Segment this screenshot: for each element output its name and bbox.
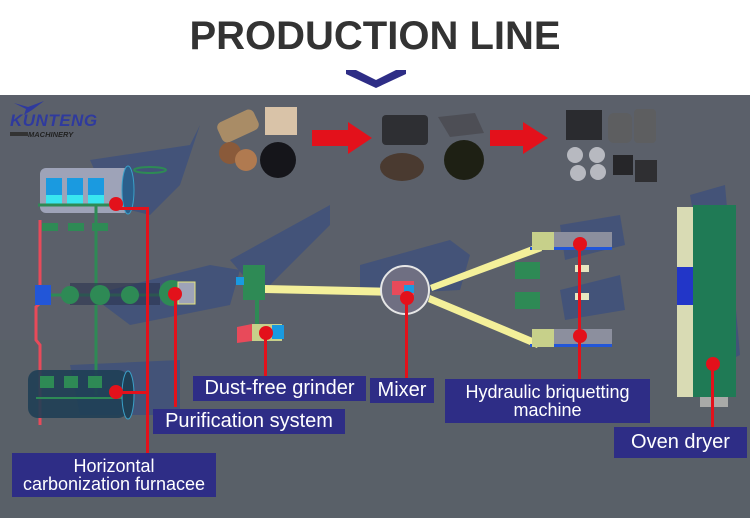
- label-text-line2: machine: [513, 400, 582, 420]
- purification-pointer-line: [174, 295, 177, 407]
- machinery-drawing: [28, 107, 740, 425]
- label-text: Oven dryer: [631, 431, 730, 453]
- arrow-icon: [490, 122, 548, 154]
- brand-subtitle: MACHINERY: [28, 130, 74, 139]
- oven-dryer-machine: [677, 205, 736, 407]
- label-purification-system: Purification system: [153, 409, 345, 434]
- briquetting-upper-pin: [573, 237, 587, 251]
- mixer-pointer-line: [405, 298, 408, 380]
- label-dust-free-grinder: Dust-free grinder: [193, 376, 366, 401]
- label-text: Purification system: [165, 410, 333, 432]
- furnace-lower-pin: [109, 385, 123, 399]
- grinder-pin: [259, 326, 273, 340]
- label-text: Mixer: [377, 379, 427, 401]
- briquetting-machines: [515, 232, 612, 347]
- briquetting-pointer-line: [578, 245, 581, 380]
- label-oven-dryer: Oven dryer: [614, 427, 747, 458]
- carbonized-products: [380, 113, 484, 181]
- chevron-down-icon: [346, 70, 406, 88]
- label-text-line2: carbonization furnacee: [22, 474, 206, 494]
- label-text-line1: Horizontal: [73, 456, 155, 476]
- label-mixer: Mixer: [370, 378, 434, 403]
- bird-logo-icon: [14, 101, 44, 115]
- label-hydraulic-briquetting-machine: Hydraulic briquetting machine: [445, 379, 650, 423]
- furnace-pointer-line: [120, 391, 148, 394]
- briquetting-lower-pin: [573, 329, 587, 343]
- arrow-icon: [312, 122, 372, 154]
- mixer-pin: [400, 291, 414, 305]
- page-title: PRODUCTION LINE: [189, 14, 561, 58]
- lower-furnace: [28, 370, 135, 420]
- label-text-line1: Hydraulic briquetting: [465, 382, 630, 402]
- brand-bar: [10, 132, 28, 136]
- furnace-pointer-line: [120, 207, 148, 210]
- label-text: Dust-free grinder: [204, 377, 355, 399]
- brand-name: KUNTENG: [10, 111, 98, 130]
- raw-materials: [217, 107, 297, 178]
- dryer-pin: [706, 357, 720, 371]
- header: PRODUCTION LINE: [0, 0, 750, 95]
- label-horizontal-carbonization-furnace: Horizontal carbonization furnacee: [12, 453, 216, 497]
- pump: [35, 285, 51, 305]
- upper-furnace: [38, 165, 167, 231]
- dryer-pointer-line: [711, 365, 714, 429]
- furnace-upper-pin: [109, 197, 123, 211]
- production-line-diagram: KUNTENG MACHINERY Dust-free grinder Puri…: [0, 95, 750, 518]
- conveyors: [265, 243, 542, 348]
- flow-arrows: [312, 122, 548, 154]
- final-products: [566, 109, 657, 182]
- furnace-pointer-line: [146, 207, 149, 465]
- purification-pin: [168, 287, 182, 301]
- grinder-pointer-line: [264, 333, 267, 377]
